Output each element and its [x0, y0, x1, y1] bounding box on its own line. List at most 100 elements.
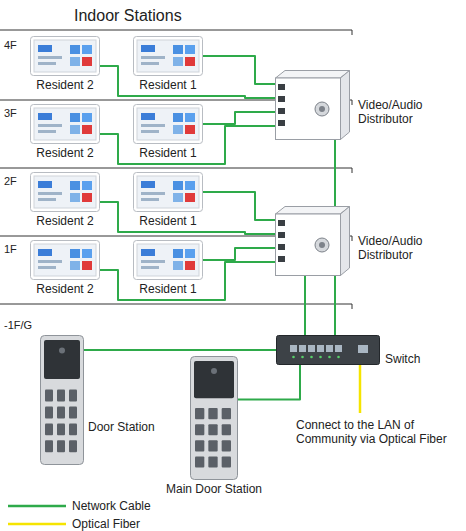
screen-tile [70, 261, 80, 270]
screen-tile [38, 181, 52, 188]
screen-tile [70, 113, 80, 122]
indoor-station: Resident 1 [133, 36, 203, 76]
screen-tile [141, 124, 165, 127]
screen-tile [185, 249, 195, 258]
screen-tile [141, 130, 159, 133]
network-cable [100, 126, 275, 164]
screen-tile [38, 45, 52, 52]
device-illustration [30, 240, 100, 280]
box-front [276, 214, 341, 276]
screen-tile [38, 198, 56, 201]
screen-tile [173, 261, 183, 270]
network-cable [203, 112, 275, 124]
keypad-key [222, 408, 231, 419]
device-screen [137, 40, 199, 72]
screen-tile [173, 57, 183, 66]
screen-tile [141, 62, 159, 65]
screen-tile [141, 192, 165, 195]
door-station: Main Door Station [190, 356, 238, 480]
box-knob [315, 102, 329, 116]
screen-tile [141, 198, 159, 201]
indoor-station: Resident 1 [133, 172, 203, 212]
device-illustration [275, 206, 350, 276]
screen-tile [38, 249, 52, 256]
keypad-key [208, 424, 217, 435]
device-body [31, 173, 100, 212]
device-illustration [30, 36, 100, 76]
screen-tile [141, 181, 155, 188]
legend-line-sample [8, 505, 66, 508]
rj45-port [278, 84, 285, 90]
screen-tile [70, 45, 80, 54]
keypad-key [57, 440, 65, 452]
screen-tile [38, 266, 56, 269]
box-top [276, 207, 350, 215]
floor-dividers [0, 30, 352, 309]
box-knob [315, 238, 329, 252]
floor-label: 2F [4, 174, 17, 188]
screen-tile [82, 261, 92, 270]
screen-tile [82, 249, 92, 258]
rj45-port [278, 244, 285, 250]
panel-camera-area [194, 361, 234, 398]
network-cable [238, 365, 300, 399]
device-body [31, 105, 100, 144]
screen-tile [141, 260, 165, 263]
screen-tile [70, 249, 80, 258]
device-screen [34, 244, 96, 276]
screen-tile [173, 45, 183, 54]
switch-port [326, 345, 333, 352]
switch-port [335, 345, 342, 352]
device-illustration [190, 356, 238, 480]
switch-led [301, 356, 304, 359]
optical-fiber-line [359, 365, 362, 413]
screen-tile [82, 45, 92, 54]
screen-tile [38, 130, 56, 133]
screen-tile [38, 260, 62, 263]
keypad-key [195, 424, 204, 435]
screen-tile [173, 193, 183, 202]
keypad-key [57, 390, 65, 402]
device-illustration [133, 104, 203, 144]
keypad-key [57, 407, 65, 419]
screen-tile [70, 181, 80, 190]
keypad-key [45, 440, 53, 452]
switch-led [328, 356, 331, 359]
node-label: Resident 1 [139, 78, 196, 92]
node-label: Resident 2 [36, 282, 93, 296]
keypad-key [195, 456, 204, 467]
fiber-port [358, 345, 368, 353]
screen-tile [70, 125, 80, 134]
legend-line-sample [8, 523, 66, 526]
device-screen [137, 176, 199, 208]
switch-port [308, 345, 315, 352]
screen-tile [38, 124, 62, 127]
node-label: Switch [385, 352, 420, 366]
node-label: Resident 2 [36, 78, 93, 92]
network-cable [203, 56, 275, 84]
keypad-key [222, 440, 231, 451]
panel-body [191, 357, 238, 480]
keypad-key [195, 408, 204, 419]
distributor-box: Video/Audio Distributor [275, 206, 350, 276]
device-screen [137, 244, 199, 276]
floor-divider [0, 30, 352, 35]
switch-port [317, 345, 324, 352]
screen-tile [173, 113, 183, 122]
keypad-key [222, 424, 231, 435]
panel-camera [59, 347, 65, 353]
fiber-note: Connect to the LAN of Community via Opti… [296, 418, 460, 446]
indoor-station: Resident 1 [133, 240, 203, 280]
box-knob [319, 106, 325, 112]
rj45-port [278, 220, 285, 226]
screen-tile [185, 181, 195, 190]
box-front [276, 78, 341, 140]
device-body [134, 241, 203, 280]
screen-tile [70, 193, 80, 202]
switch-led [319, 356, 322, 359]
network-switch: Switch [276, 335, 380, 365]
switch-body [277, 336, 380, 365]
keypad-key [69, 440, 77, 452]
screen-tile [173, 181, 183, 190]
device-screen [34, 40, 96, 72]
